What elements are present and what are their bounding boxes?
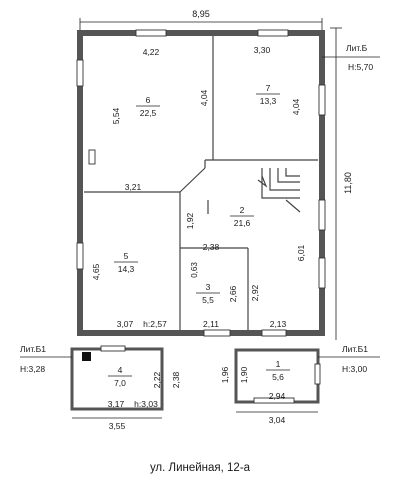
lit-b1-left-height: H:3,28 bbox=[20, 364, 45, 374]
room-5-number: 5 bbox=[124, 251, 129, 261]
dim-r3-bottom: 2,11 bbox=[203, 319, 219, 329]
windows bbox=[76, 29, 326, 337]
room-5-area: 14,3 bbox=[118, 264, 135, 274]
dim-r2-height: 6,01 bbox=[296, 244, 306, 261]
dim-r4-h2: 2,38 bbox=[171, 371, 181, 388]
bottom-dimension-lines bbox=[72, 411, 318, 419]
lit-b1-right-label: Лит.Б1 bbox=[342, 344, 368, 354]
address-caption: ул. Линейная, 12-а bbox=[150, 462, 251, 474]
room-6-area: 22,5 bbox=[140, 108, 157, 118]
lit-b-height: H:5,70 bbox=[348, 62, 373, 72]
stove-icon bbox=[82, 352, 91, 361]
room-4-area: 7,0 bbox=[114, 378, 126, 388]
dim-r3-top: 2,38 bbox=[203, 242, 220, 252]
overall-height-label: 11,80 bbox=[343, 172, 353, 194]
dim-r4-bottom: 3,17 bbox=[108, 399, 125, 409]
room-1-area: 5,6 bbox=[272, 372, 284, 382]
dim-r2-bottom: 2,13 bbox=[270, 319, 287, 329]
dim-r7-top: 3,30 bbox=[254, 45, 271, 55]
label-leader-lines bbox=[20, 56, 380, 358]
dim-r7-height: 4,04 bbox=[291, 98, 301, 115]
room-3-number: 3 bbox=[206, 282, 211, 292]
dim-r6-top: 4,22 bbox=[143, 47, 160, 57]
dim-r1-outer: 3,04 bbox=[269, 415, 286, 425]
lit-b1-right-height: H:3,00 bbox=[342, 364, 367, 374]
overall-width-label: 8,95 bbox=[192, 9, 210, 19]
dim-r4-outer: 3,55 bbox=[109, 421, 126, 431]
room-6-number: 6 bbox=[146, 95, 151, 105]
dim-r1-h1: 1,96 bbox=[220, 366, 230, 383]
main-building-outline bbox=[77, 30, 325, 336]
height-room-5: h:2,57 bbox=[143, 319, 167, 329]
dim-r3-height: 2,66 bbox=[228, 285, 238, 302]
dim-r5-height: 4,65 bbox=[91, 263, 101, 280]
dim-r6-bottom: 3,21 bbox=[125, 182, 142, 192]
overall-width-dimension bbox=[79, 18, 323, 30]
dim-r2-inner: 2,92 bbox=[250, 284, 260, 301]
dim-r4-h1: 2,22 bbox=[152, 371, 162, 388]
room-7-area: 13,3 bbox=[260, 96, 277, 106]
room-3-area: 5,5 bbox=[202, 295, 214, 305]
dim-partition-67: 4,04 bbox=[199, 89, 209, 106]
room-7-number: 7 bbox=[266, 83, 271, 93]
staircase-icon bbox=[257, 168, 301, 213]
annex-right-window-bottom bbox=[253, 397, 295, 404]
dim-r6-height: 5,54 bbox=[111, 107, 121, 124]
dim-r5-bottom: 3,07 bbox=[117, 319, 134, 329]
dim-r3-short: 0,63 bbox=[190, 262, 199, 278]
dim-corridor: 1,92 bbox=[185, 212, 195, 229]
room-1-number: 1 bbox=[276, 359, 281, 369]
interior-partitions bbox=[84, 36, 318, 330]
annex-left-window bbox=[100, 345, 126, 352]
room-2-number: 2 bbox=[240, 205, 245, 215]
lit-b1-left-label: Лит.Б1 bbox=[20, 344, 46, 354]
room-fraction-lines bbox=[108, 93, 290, 377]
room-2-area: 21,6 bbox=[234, 218, 251, 228]
dim-r1-h2: 1,90 bbox=[239, 366, 249, 383]
room-4-number: 4 bbox=[118, 365, 123, 375]
height-room-4: h:3,03 bbox=[134, 399, 158, 409]
dim-r1-inner: 2,94 bbox=[269, 391, 286, 401]
overall-height-dimension bbox=[330, 27, 342, 340]
annex-right-window bbox=[314, 363, 321, 385]
lit-b-label: Лит.Б bbox=[346, 43, 368, 53]
